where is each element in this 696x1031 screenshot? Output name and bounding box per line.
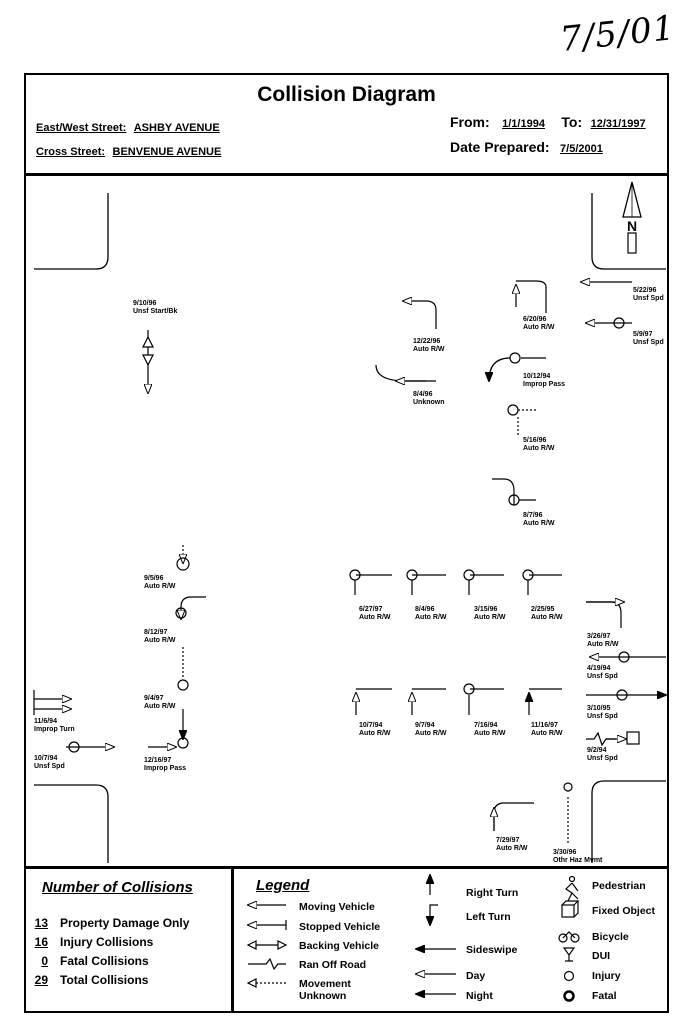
legend-day-label: Day bbox=[466, 970, 486, 982]
date-prepared-label: Date Prepared: bbox=[450, 139, 550, 155]
event-label: 8/4/96 Unknown bbox=[413, 391, 445, 406]
curb-sw bbox=[34, 784, 109, 863]
count-pdo-label: Property Damage Only bbox=[60, 916, 190, 930]
event-label: 9/10/96 Unsf Start/Bk bbox=[133, 300, 178, 315]
legend-right-turn-label: Right Turn bbox=[466, 887, 519, 899]
count-total-value: 29 bbox=[34, 973, 48, 987]
footer-divider bbox=[26, 866, 667, 869]
header-divider bbox=[26, 173, 667, 176]
collision-arrows bbox=[33, 281, 666, 845]
from-label: From: bbox=[450, 114, 490, 130]
event-label: 11/16/97 Auto R/W bbox=[531, 722, 563, 737]
event-label: 10/7/94 Unsf Spd bbox=[34, 755, 65, 770]
page-title: Collision Diagram bbox=[257, 83, 436, 106]
north-arrow-icon bbox=[622, 181, 642, 254]
legend-ran-off-icon bbox=[248, 957, 286, 971]
date-range-row: From: 1/1/1994 To: 12/31/1997 bbox=[450, 114, 646, 132]
legend-fixed-object-label: Fixed Object bbox=[592, 905, 656, 917]
footer-column-divider bbox=[231, 866, 234, 1013]
cross-street-value: BENVENUE AVENUE bbox=[112, 146, 222, 158]
count-row-pdo: 13 Property Damage Only bbox=[26, 916, 190, 930]
event-label: 9/7/94 Auto R/W bbox=[415, 722, 447, 737]
to-date: 12/31/1997 bbox=[590, 118, 646, 130]
event-label: 3/15/96 Auto R/W bbox=[474, 606, 506, 621]
event-label: 3/30/96 Othr Haz Mvmt bbox=[553, 849, 603, 864]
event-label: 5/16/96 Auto R/W bbox=[523, 437, 555, 452]
legend-fatal-icon bbox=[563, 990, 575, 1002]
legend-title-text: Legend bbox=[256, 877, 310, 894]
date-prepared-value: 7/5/2001 bbox=[560, 143, 603, 155]
legend-symbols bbox=[246, 875, 580, 1002]
event-label: 5/9/97 Unsf Spd bbox=[633, 331, 664, 346]
cross-street-label: Cross Street: bbox=[36, 146, 106, 158]
event-label: 12/22/96 Auto R/W bbox=[413, 338, 445, 353]
curb-ne bbox=[591, 193, 666, 270]
legend-fatal-label: Fatal bbox=[592, 990, 617, 1002]
east-west-street-value: ASHBY AVENUE bbox=[133, 122, 220, 134]
date-prepared-row: Date Prepared: 7/5/2001 bbox=[450, 139, 603, 157]
count-injury-label: Injury Collisions bbox=[60, 935, 154, 949]
count-fatal-value: 0 bbox=[41, 954, 48, 968]
curb-se bbox=[591, 780, 666, 863]
legend-left-turn-label: Left Turn bbox=[466, 911, 511, 923]
legend-fixed-object-icon bbox=[561, 904, 575, 918]
count-injury-value: 16 bbox=[34, 935, 48, 949]
legend-ran-off-label: Ran Off Road bbox=[299, 959, 367, 971]
east-west-street-row: East/West Street: ASHBY AVENUE bbox=[36, 118, 220, 136]
legend-dui-label: DUI bbox=[592, 950, 611, 962]
east-west-street-label: East/West Street: bbox=[36, 122, 127, 134]
legend-unknown-label: Movement Unknown bbox=[299, 978, 351, 1002]
legend-pedestrian-label: Pedestrian bbox=[592, 880, 646, 892]
event-label: 8/4/96 Auto R/W bbox=[415, 606, 447, 621]
legend-stopped-label: Stopped Vehicle bbox=[299, 921, 381, 933]
event-label: 3/10/95 Unsf Spd bbox=[587, 705, 618, 720]
legend-night-label: Night bbox=[466, 990, 493, 1002]
event-label: 9/5/96 Auto R/W bbox=[144, 575, 176, 590]
to-label: To: bbox=[561, 114, 583, 130]
legend-moving-label: Moving Vehicle bbox=[299, 901, 375, 913]
event-label: 9/2/94 Unsf Spd bbox=[587, 747, 618, 762]
event-label: 7/16/94 Auto R/W bbox=[474, 722, 506, 737]
collision-diagram-sheet: Collision Diagram East/West Street: ASHB… bbox=[24, 73, 669, 1013]
cross-street-row: Cross Street: BENVENUE AVENUE bbox=[36, 142, 221, 160]
legend-backing-label: Backing Vehicle bbox=[299, 940, 379, 952]
count-total-label: Total Collisions bbox=[60, 973, 149, 987]
event-label: 6/20/96 Auto R/W bbox=[523, 316, 555, 331]
legend-injury-icon bbox=[563, 970, 575, 982]
curb-nw bbox=[34, 193, 109, 270]
event-label: 4/19/94 Unsf Spd bbox=[587, 665, 618, 680]
counts-title: Number of Collisions bbox=[42, 879, 193, 897]
count-pdo-value: 13 bbox=[34, 916, 48, 930]
event-label: 11/6/94 Improp Turn bbox=[34, 718, 75, 733]
event-label: 8/7/96 Auto R/W bbox=[523, 512, 555, 527]
event-label: 10/12/94 Improp Pass bbox=[523, 373, 566, 388]
count-row-fatal: 0 Fatal Collisions bbox=[26, 954, 149, 968]
event-label: 8/12/97 Auto R/W bbox=[144, 629, 176, 644]
legend-pedestrian-icon bbox=[565, 882, 579, 902]
legend-title: Legend bbox=[256, 877, 309, 895]
event-label: 12/16/97 Improp Pass bbox=[144, 757, 187, 772]
handwritten-date-stamp: 7/5/01 bbox=[558, 8, 678, 60]
counts-title-text: Number of Collisions bbox=[42, 879, 193, 896]
count-row-injury: 16 Injury Collisions bbox=[26, 935, 154, 949]
from-date: 1/1/1994 bbox=[502, 118, 545, 130]
legend-dui-icon bbox=[562, 947, 576, 962]
legend-sideswipe-label: Sideswipe bbox=[466, 944, 518, 956]
event-label: 10/7/94 Auto R/W bbox=[359, 722, 391, 737]
event-label: 9/4/97 Auto R/W bbox=[144, 695, 176, 710]
legend-left-turn-icon bbox=[430, 904, 438, 925]
event-label: 2/25/95 Auto R/W bbox=[531, 606, 563, 621]
event-label: 7/29/97 Auto R/W bbox=[496, 837, 528, 852]
legend-bicycle-icon bbox=[558, 933, 568, 943]
event-label: 5/22/96 Unsf Spd bbox=[633, 287, 664, 302]
event-label: 6/27/97 Auto R/W bbox=[359, 606, 391, 621]
event-label: 3/26/97 Auto R/W bbox=[587, 633, 619, 648]
north-label: N bbox=[627, 218, 637, 234]
count-row-total: 29 Total Collisions bbox=[26, 973, 149, 987]
legend-injury-label: Injury bbox=[592, 970, 621, 982]
diagram-graphics: N bbox=[33, 181, 667, 1002]
count-fatal-label: Fatal Collisions bbox=[60, 954, 149, 968]
legend-bicycle-label: Bicycle bbox=[592, 931, 629, 943]
